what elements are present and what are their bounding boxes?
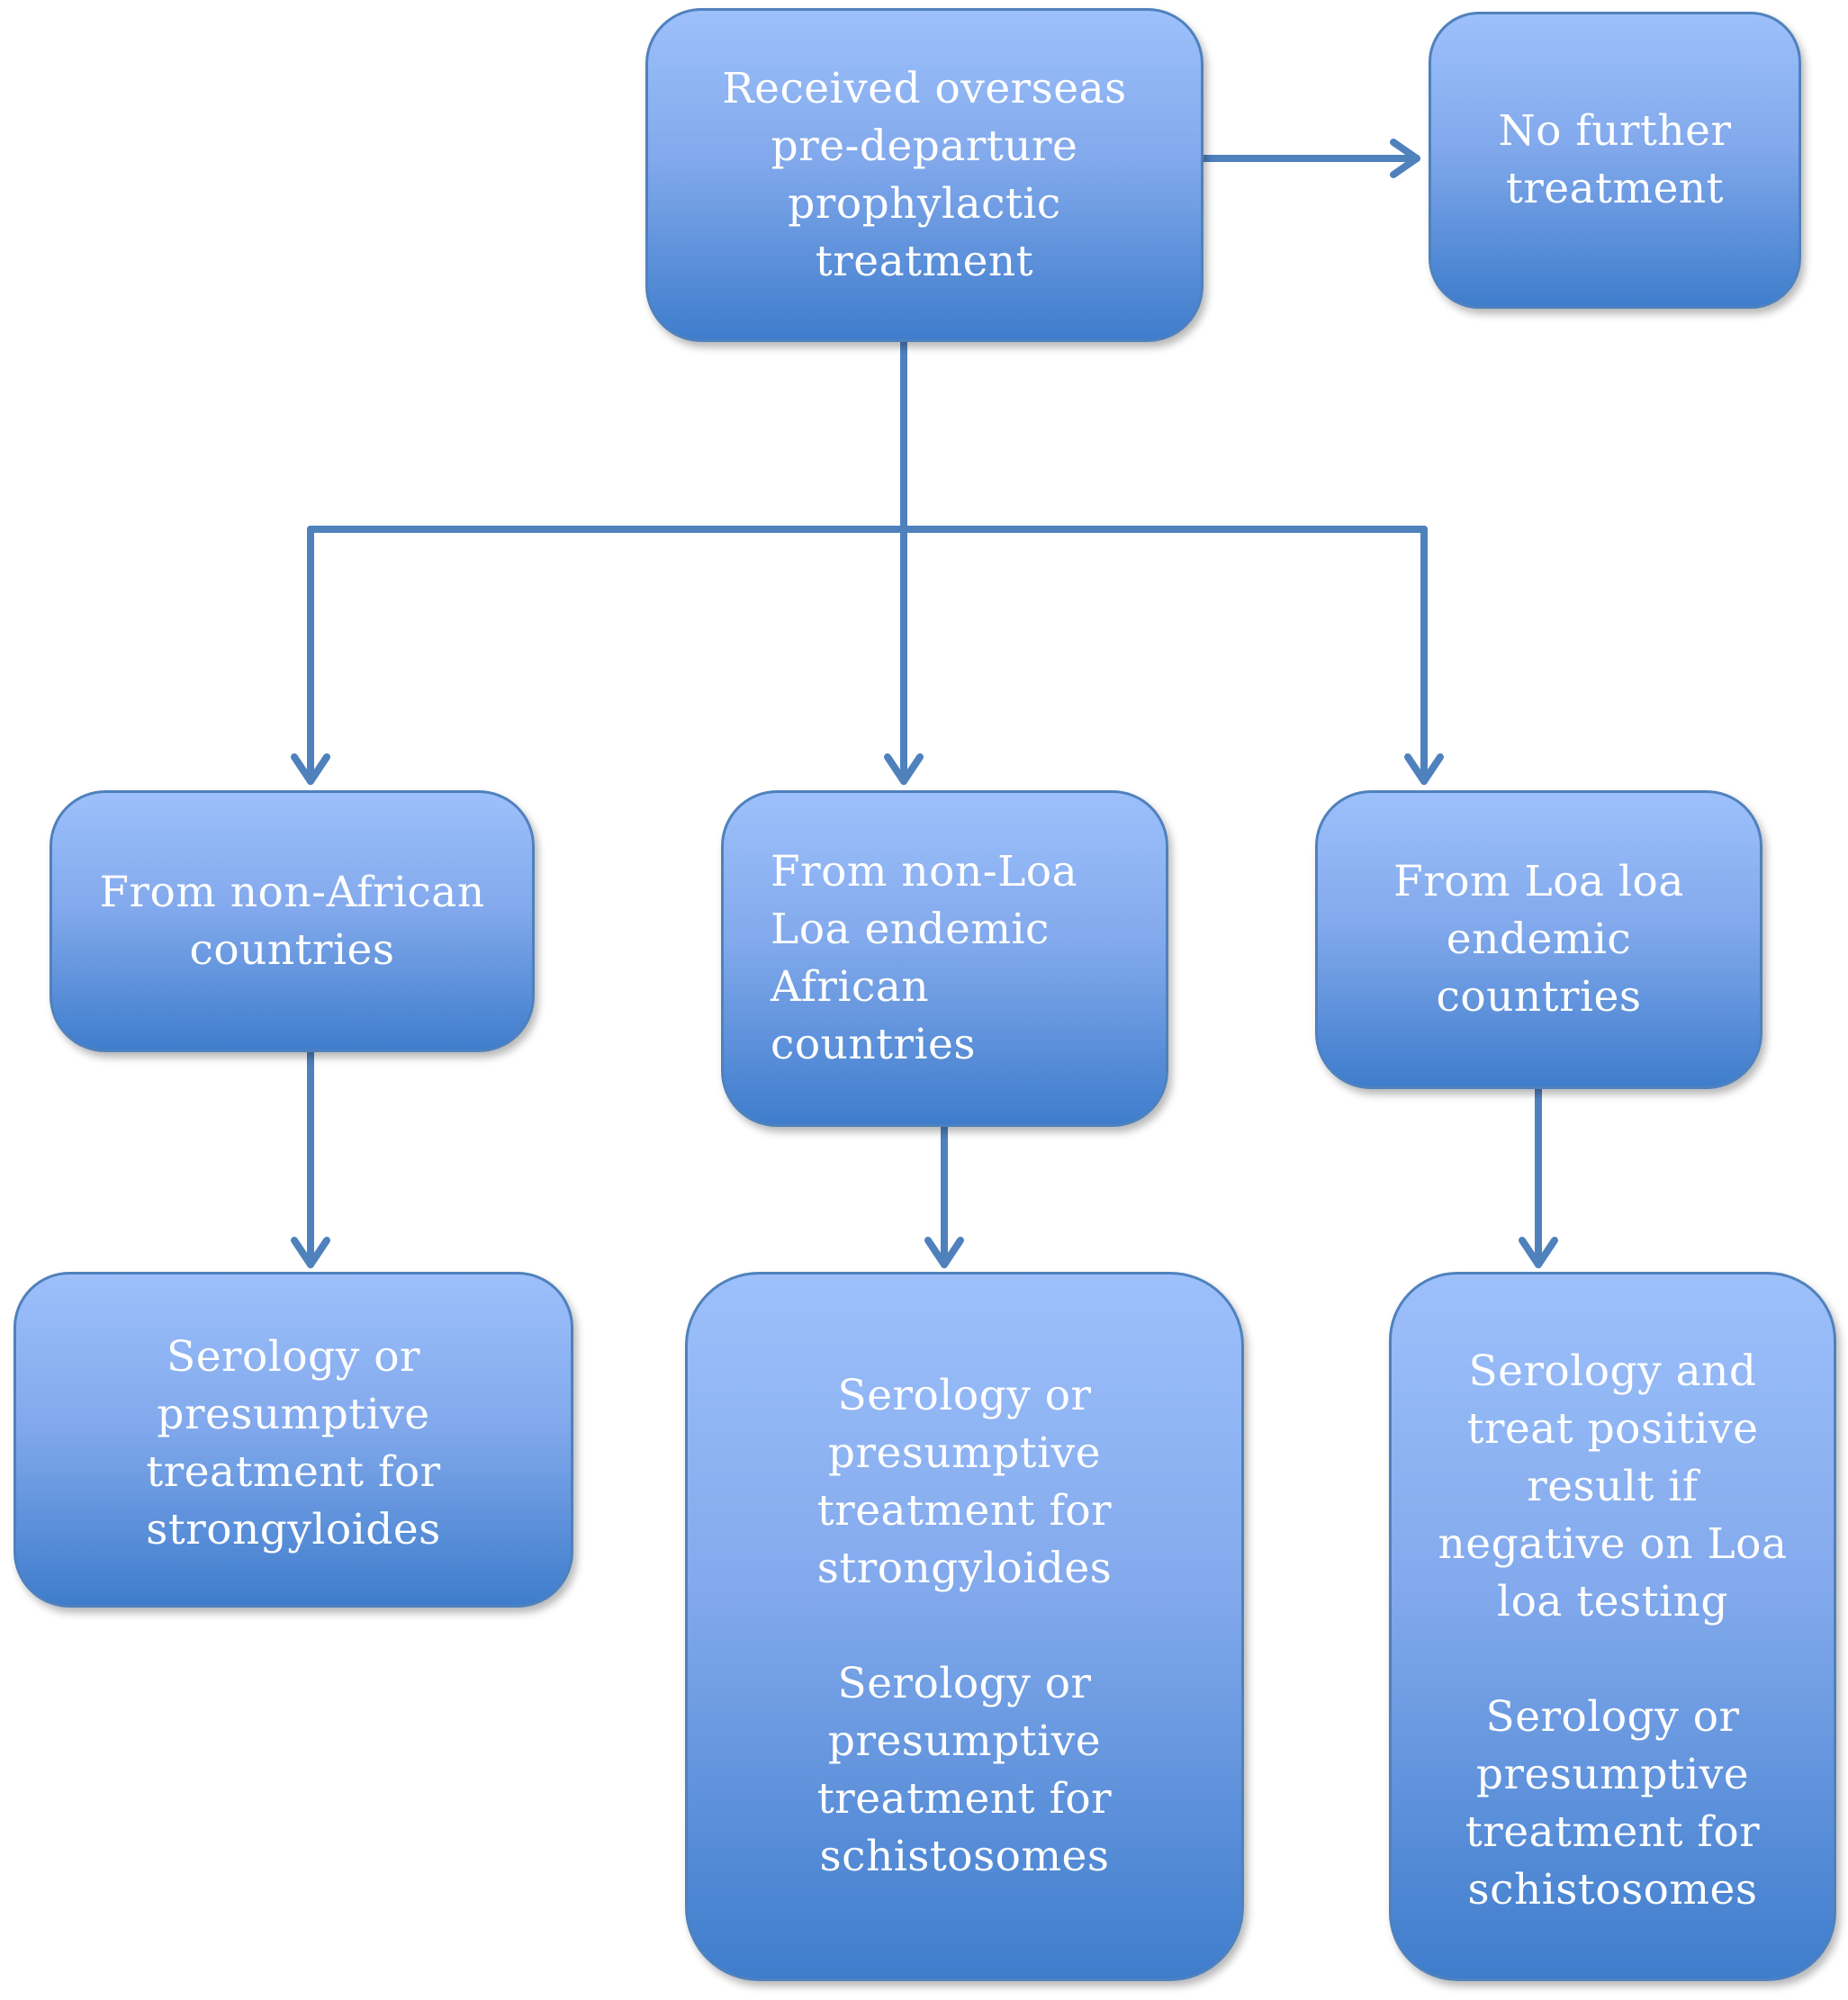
node-non-loa-african-countries: From non-Loa Loa endemic African countri… <box>721 790 1168 1127</box>
arrowhead-non-african <box>291 753 330 785</box>
result-non-african-text: Serology or presumptive treatment for st… <box>146 1332 441 1554</box>
node-non-loa-text: From non-Loa Loa endemic African countri… <box>771 847 1078 1069</box>
arrowhead-loa <box>1404 753 1444 785</box>
node-result-loa: Serology and treat positive result if ne… <box>1389 1272 1836 1981</box>
result-non-loa-strongyloides-text: Serology or presumptive treatment for st… <box>816 1371 1113 1593</box>
node-result-non-african: Serology or presumptive treatment for st… <box>14 1272 573 1608</box>
result-loa-serology-text: Serology and treat positive result if ne… <box>1438 1347 1788 1626</box>
arrowhead-result-non-african <box>291 1237 330 1268</box>
node-loa-loa-endemic-countries: From Loa loa endemic countries <box>1315 790 1762 1089</box>
node-received-text: Received overseas pre-departure prophyla… <box>722 63 1127 286</box>
node-non-african-countries: From non-African countries <box>50 790 535 1052</box>
result-loa-schistosomes-text: Serology or presumptive treatment for sc… <box>1465 1692 1761 1914</box>
arrowhead-result-non-loa <box>924 1237 964 1268</box>
arrowhead-no-further <box>1390 139 1420 178</box>
node-no-further-text: No further treatment <box>1498 106 1732 213</box>
arrowhead-result-loa <box>1519 1237 1558 1268</box>
node-non-african-text: From non-African countries <box>99 867 485 975</box>
node-received-prophylactic-treatment: Received overseas pre-departure prophyla… <box>645 8 1203 342</box>
node-loa-text: From Loa loa endemic countries <box>1393 857 1684 1022</box>
arrowhead-non-loa <box>884 753 924 785</box>
node-no-further-treatment: No further treatment <box>1429 12 1801 309</box>
result-non-loa-schistosomes-text: Serology or presumptive treatment for sc… <box>816 1659 1113 1881</box>
node-result-non-loa: Serology or presumptive treatment for st… <box>685 1272 1244 1981</box>
